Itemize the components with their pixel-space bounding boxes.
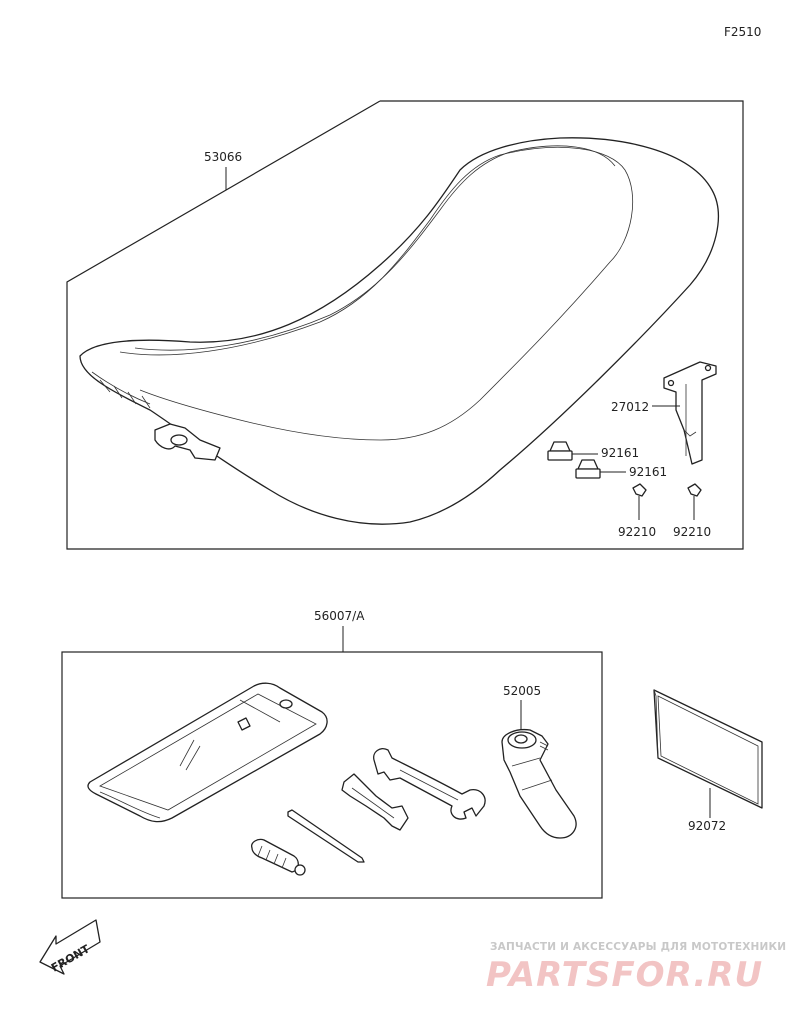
manual-icon[interactable] xyxy=(653,689,763,809)
seat-label[interactable]: 53066 xyxy=(204,150,242,164)
clip-icon-1[interactable] xyxy=(632,483,647,497)
tool-52005-icon[interactable] xyxy=(501,728,577,839)
watermark-tagline: ЗАПЧАСТИ И АКСЕССУАРЫ ДЛЯ МОТОТЕХНИКИ xyxy=(490,941,786,953)
bracket-icon[interactable] xyxy=(663,361,717,465)
watermark-brand: PARTSFOR.RU xyxy=(486,955,763,995)
front-arrow-icon: FRONT xyxy=(39,919,101,975)
damper-label-1[interactable]: 92161 xyxy=(601,446,639,460)
clip-icon-2[interactable] xyxy=(687,483,702,497)
seat-group-frame xyxy=(66,100,744,550)
damper-label-2[interactable]: 92161 xyxy=(629,465,667,479)
tool-52005-label[interactable]: 52005 xyxy=(503,684,541,698)
toolkit-label[interactable]: 56007/A xyxy=(314,609,365,623)
bracket-label[interactable]: 27012 xyxy=(611,400,649,414)
handle-icon[interactable] xyxy=(251,838,306,876)
wrench-icon[interactable] xyxy=(373,748,486,820)
clip-label-2[interactable]: 92210 xyxy=(673,525,711,539)
damper-icon-2[interactable] xyxy=(575,459,601,479)
clip-label-1[interactable]: 92210 xyxy=(618,525,656,539)
screwdriver-icon[interactable] xyxy=(287,809,365,863)
tool-bag-icon[interactable] xyxy=(87,682,328,823)
figure-code: F2510 xyxy=(724,25,761,39)
damper-icon-1[interactable] xyxy=(547,441,573,461)
toolkit-group-frame xyxy=(61,651,603,899)
manual-label[interactable]: 92072 xyxy=(688,819,726,833)
seat-icon[interactable] xyxy=(79,137,719,525)
spanner-icon[interactable] xyxy=(341,773,409,831)
